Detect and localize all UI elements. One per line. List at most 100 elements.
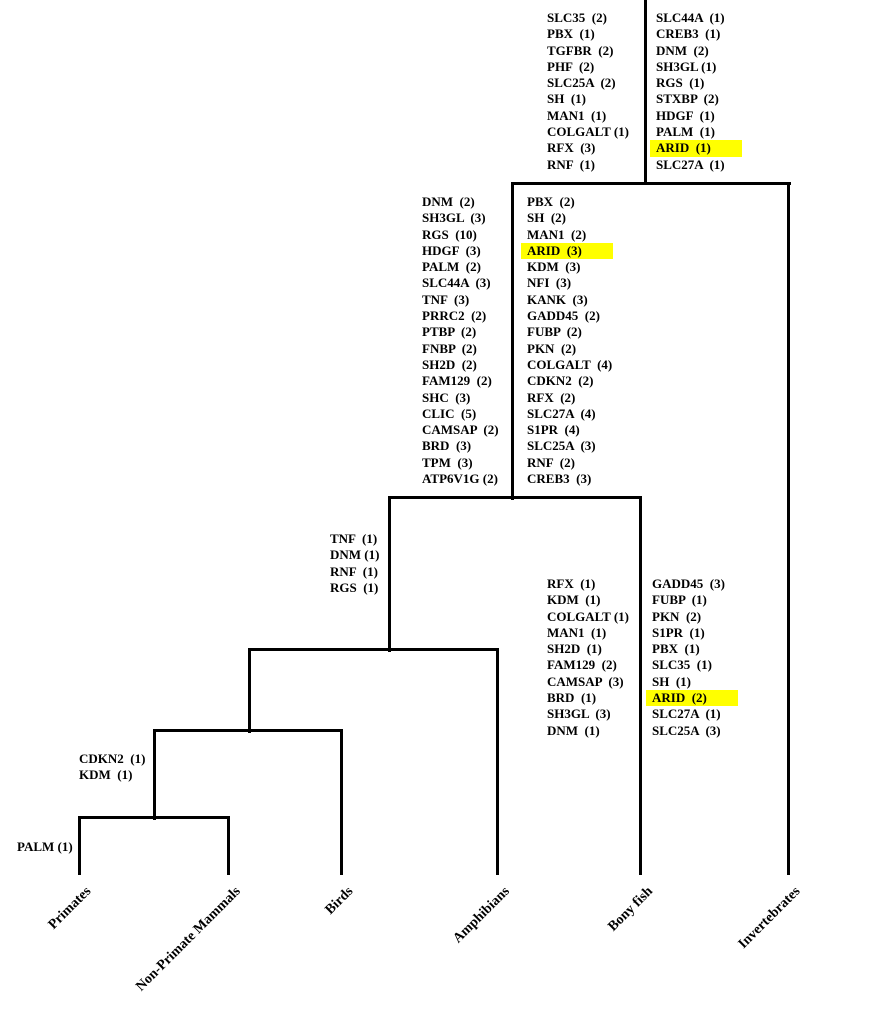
gene-entry: NFI (3)	[527, 275, 572, 291]
gene-entry: KDM (1)	[547, 592, 601, 608]
gene-entry: SH (1)	[652, 673, 691, 689]
gene-list-mammals: CDKN2 (1)KDM (1)	[79, 751, 145, 784]
gene-entry: SH3GL (3)	[422, 210, 486, 226]
gene-entry: PRRC2 (2)	[422, 308, 487, 324]
root-branch	[511, 182, 791, 185]
gene-entry: FNBP (2)	[422, 340, 477, 356]
gene-list-vertebrates-left: DNM (2)SH3GL (3)RGS (10)HDGF (3)PALM (2)…	[422, 194, 499, 487]
gene-entry: RNF (1)	[330, 563, 378, 579]
gene-entry: RGS (1)	[330, 579, 379, 595]
gene-entry-highlighted: ARID (3)	[521, 242, 613, 260]
gene-entry: FUBP (2)	[527, 324, 582, 340]
gene-entry: SH (2)	[527, 210, 566, 226]
birds-branch	[340, 729, 343, 875]
gene-entry: PHF (2)	[547, 58, 595, 74]
gene-entry: DNM (1)	[547, 722, 600, 738]
gene-entry: FAM129 (2)	[547, 657, 617, 673]
gene-entry: SH2D (2)	[422, 356, 477, 372]
taxon-birds: Birds	[322, 884, 357, 918]
amniotes-stem	[248, 648, 251, 733]
gene-entry: SH2D (1)	[547, 641, 602, 657]
gene-entry: PBX (1)	[547, 26, 595, 42]
gene-entry: SLC27A (1)	[656, 156, 725, 172]
gene-list-bony-fish-left: RFX (1)KDM (1)COLGALT (1)MAN1 (1)SH2D (1…	[547, 576, 629, 739]
gene-entry: RFX (3)	[547, 140, 596, 156]
gene-entry: ATP6V1G (2)	[422, 471, 498, 487]
gene-entry: CAMSAP (3)	[547, 673, 624, 689]
gene-entry: S1PR (1)	[652, 624, 705, 640]
gene-entry: COLGALT (1)	[547, 124, 629, 140]
taxon-non-primate-mammals: Non-Primate Mammals	[133, 884, 244, 995]
gene-entry: CLIC (5)	[422, 405, 477, 421]
gene-entry-highlighted: ARID (2)	[646, 690, 738, 707]
gene-list-invertebrates: SLC44A (1)CREB3 (1)DNM (2)SH3GL (1)RGS (…	[650, 10, 742, 173]
tetrapods-branch	[248, 648, 499, 651]
gene-entry: PBX (1)	[652, 641, 700, 657]
gene-entry: SLC25A (2)	[547, 75, 616, 91]
gene-entry: RNF (1)	[547, 156, 595, 172]
gene-entry: TNF (1)	[330, 531, 378, 546]
gene-entry: SH (1)	[547, 91, 586, 107]
gene-entry: CDKN2 (2)	[527, 373, 594, 389]
gene-entry: PTBP (2)	[422, 324, 477, 340]
gene-entry: KDM (1)	[79, 767, 133, 783]
gene-entry: GADD45 (3)	[652, 576, 725, 591]
gene-list-root-left: SLC35 (2)PBX (1)TGFBR (2)PHF (2)SLC25A (…	[547, 10, 629, 173]
gene-entry: PKN (2)	[527, 340, 577, 356]
gene-entry: PALM (1)	[17, 839, 73, 854]
taxon-invertebrates: Invertebrates	[735, 884, 804, 952]
gene-entry: RNF (2)	[527, 454, 575, 470]
gene-entry: CREB3 (1)	[656, 26, 721, 42]
gene-entry: MAN1 (2)	[527, 226, 587, 242]
gene-entry: SLC44A (1)	[656, 10, 725, 25]
gene-entry: DNM (1)	[330, 547, 380, 563]
gene-entry: COLGALT (1)	[547, 608, 629, 624]
gene-entry: GADD45 (2)	[527, 308, 600, 324]
gene-entry: SH3GL (3)	[547, 706, 611, 722]
gene-entry: RFX (1)	[547, 576, 596, 591]
gene-list-primates: PALM (1)	[17, 839, 73, 855]
gene-entry: TPM (3)	[422, 454, 473, 470]
gene-entry: SHC (3)	[422, 389, 471, 405]
gene-entry: PKN (2)	[652, 608, 702, 624]
gene-entry: HDGF (3)	[422, 242, 481, 258]
gene-list-tetrapods: TNF (1)DNM (1)RNF (1)RGS (1)	[330, 531, 379, 596]
gene-entry: KDM (3)	[527, 259, 581, 275]
gene-entry: PALM (2)	[422, 259, 481, 275]
root-stem	[644, 0, 647, 185]
gene-list-bony-fish-right: GADD45 (3)FUBP (1)PKN (2)S1PR (1)PBX (1)…	[646, 576, 738, 739]
gene-entry: TGFBR (2)	[547, 42, 614, 58]
gene-entry: RGS (1)	[656, 75, 705, 91]
gene-entry: DNM (2)	[656, 42, 709, 58]
gene-entry: PALM (1)	[656, 124, 715, 140]
gene-entry: CDKN2 (1)	[79, 751, 146, 766]
gene-entry: SLC35 (2)	[547, 10, 607, 25]
mammals-branch	[78, 816, 230, 819]
gene-entry: SLC25A (3)	[652, 722, 721, 738]
gene-list-vertebrates-right: PBX (2)SH (2)MAN1 (2)ARID (3)KDM (3)NFI …	[521, 194, 613, 487]
gene-entry-highlighted: ARID (1)	[650, 140, 742, 157]
bony-fish-branch	[639, 496, 642, 875]
non-primate-mammals-branch	[227, 816, 230, 875]
gene-entry: RFX (2)	[527, 389, 576, 405]
gene-entry: SLC27A (4)	[527, 405, 596, 421]
invertebrates-branch	[787, 182, 790, 875]
gene-entry: FAM129 (2)	[422, 373, 492, 389]
gene-entry: STXBP (2)	[656, 91, 719, 107]
gene-entry: MAN1 (1)	[547, 624, 607, 640]
gene-entry: BRD (3)	[422, 438, 472, 454]
gene-entry: RGS (10)	[422, 226, 477, 242]
gene-entry: SLC44A (3)	[422, 275, 491, 291]
gene-entry: COLGALT (4)	[527, 356, 613, 372]
gene-entry: KANK (3)	[527, 291, 588, 307]
gene-entry: HDGF (1)	[656, 107, 715, 123]
taxon-amphibians: Amphibians	[450, 884, 513, 947]
gene-entry: TNF (3)	[422, 291, 470, 307]
gene-entry: DNM (2)	[422, 194, 475, 209]
gene-entry: FUBP (1)	[652, 592, 707, 608]
vertebrates-branch	[388, 496, 642, 499]
gene-entry: S1PR (4)	[527, 422, 580, 438]
taxon-bony-fish: Bony fish	[605, 884, 656, 935]
taxon-primates: Primates	[46, 884, 95, 933]
